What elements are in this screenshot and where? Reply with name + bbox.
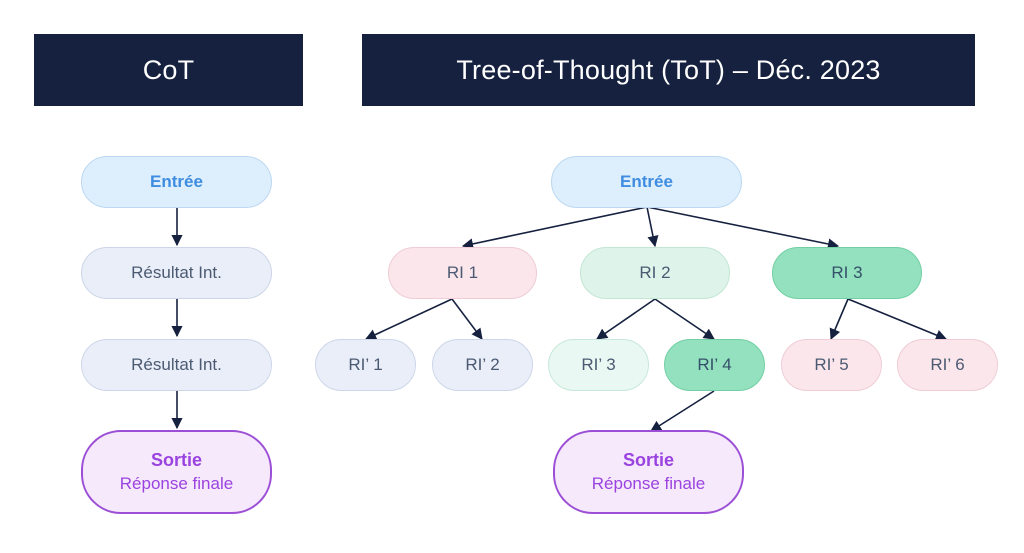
cot-output-subtitle: Réponse finale [119, 474, 234, 493]
tot-arrow-ri3-to-rip6 [847, 298, 948, 341]
tot-rip4-node: RI’ 4 [664, 339, 765, 391]
tot-rip5-label: RI’ 5 [814, 355, 849, 374]
tot-output-title: Sortie [622, 450, 674, 470]
tot-output-node: Sortie Réponse finale [553, 430, 744, 514]
cot-header: CoT [34, 34, 303, 106]
tot-output-subtitle: Réponse finale [591, 474, 706, 493]
tot-rip3-node: RI’ 3 [548, 339, 649, 391]
tot-rip6-node: RI’ 6 [897, 339, 998, 391]
tot-arrow-ri3-to-rip5 [829, 298, 849, 341]
cot-step1-node: Résultat Int. [81, 247, 272, 299]
cot-step2-label: Résultat Int. [131, 355, 222, 374]
tot-rip2-label: RI’ 2 [465, 355, 500, 374]
tot-arrow-entry-to-ri3 [646, 206, 840, 250]
cot-output-node: Sortie Réponse finale [81, 430, 272, 514]
cot-entry-node: Entrée [81, 156, 272, 208]
tot-arrow-ri1-to-rip1 [364, 298, 453, 340]
tot-arrow-ri2-to-rip3 [596, 298, 656, 340]
tot-ri2-node: RI 2 [580, 247, 730, 299]
tot-ri2-label: RI 2 [639, 263, 671, 282]
tot-rip3-label: RI’ 3 [581, 355, 616, 374]
cot-header-title: CoT [142, 54, 195, 85]
tot-rip5-node: RI’ 5 [781, 339, 882, 391]
cot-entry-label: Entrée [150, 172, 203, 191]
tot-ri3-node: RI 3 [772, 247, 922, 299]
tot-rip6-label: RI’ 6 [930, 355, 965, 374]
tot-rip2-node: RI’ 2 [432, 339, 533, 391]
tot-rip1-label: RI’ 1 [348, 355, 383, 374]
tot-arrow-ri2-to-rip4 [654, 298, 715, 340]
tot-entry-label: Entrée [620, 172, 673, 191]
cot-step2-node: Résultat Int. [81, 339, 272, 391]
tot-ri1-node: RI 1 [388, 247, 537, 299]
tot-ri3-label: RI 3 [831, 263, 863, 282]
tot-rip4-label: RI’ 4 [697, 355, 732, 374]
tot-arrow-entry-to-ri1 [461, 206, 648, 250]
cot-step1-label: Résultat Int. [131, 263, 222, 282]
tot-arrow-ri1-to-rip2 [451, 298, 483, 340]
tot-rip1-node: RI’ 1 [315, 339, 416, 391]
tot-arrow-entry-to-ri2 [646, 206, 659, 248]
tot-arrow-rip4-to-output [650, 390, 715, 432]
tot-header: Tree-of-Thought (ToT) – Déc. 2023 [362, 34, 975, 106]
tot-entry-node: Entrée [551, 156, 742, 208]
tot-ri1-label: RI 1 [446, 263, 479, 282]
cot-output-title: Sortie [150, 450, 202, 470]
tot-header-title: Tree-of-Thought (ToT) – Déc. 2023 [456, 54, 881, 85]
